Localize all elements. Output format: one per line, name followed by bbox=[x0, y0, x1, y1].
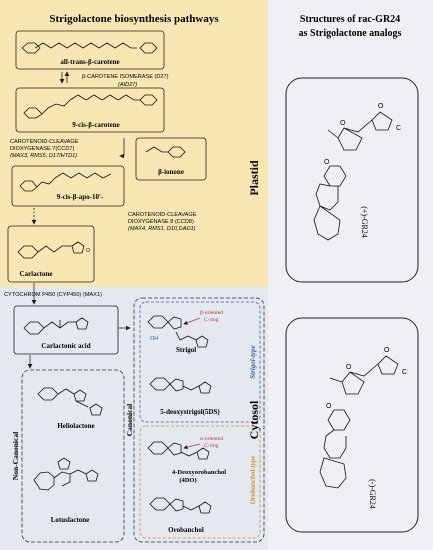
all-trans-carotene-box: all-trans-β-carotene bbox=[15, 30, 165, 70]
four-deoxyorobanchol-label: 4-Deoxyorobanchol bbox=[172, 469, 226, 476]
gr24-plus-o-link: O bbox=[340, 120, 346, 127]
carlactonic-acid-box: Carlactonic acid bbox=[13, 305, 119, 355]
right-panel bbox=[268, 0, 433, 550]
strigol-label: Strigol bbox=[176, 346, 196, 354]
ccd8-step: CAROTENOID-CLEAVAGE DIOXYGENASE 8 (CCD8)… bbox=[31, 208, 197, 232]
non-canonical-label: Non-Canonical bbox=[11, 432, 20, 480]
carlactone-label: Carlactone bbox=[19, 270, 52, 278]
gr24-minus-box: O C O O (-)-GR24 bbox=[285, 317, 419, 533]
apo-carotenal-box: 9-cis-β-apo-10'- bbox=[11, 165, 125, 207]
nine-cis-carotene-box: 9-cis-β-carotene bbox=[15, 87, 165, 133]
beta-c-ring-label: C-ring bbox=[204, 317, 219, 323]
strigol-type-label: Strigol-type bbox=[249, 345, 257, 378]
gr24-plus-label: (+)-GR24 bbox=[360, 206, 369, 238]
gr24-plus-box: O C O O (+)-GR24 bbox=[285, 77, 419, 283]
carlactonic-acid-label: Carlactonic acid bbox=[41, 342, 90, 350]
ccd7-label-1: CAROTENOID-CLEAVAGE bbox=[10, 139, 79, 145]
gr24-plus-o-top: O bbox=[378, 103, 384, 110]
cytosol-label: Cytosol bbox=[247, 400, 261, 439]
all-trans-carotene-label: all-trans-β-carotene bbox=[60, 58, 119, 66]
four-deoxyorobanchol-abbrev: (4DO) bbox=[179, 477, 196, 484]
alpha-c-ring-label: C-ring bbox=[204, 443, 219, 449]
gr24-plus-o-ring: O bbox=[324, 159, 330, 166]
beta-ionone-box: β-ionone bbox=[135, 137, 207, 181]
ccd8-label-2: DIOXYGENASE 8 (CCD8) bbox=[128, 219, 194, 225]
ccd8-label-3: (MAX4, RMS1, D10,DAD1) bbox=[128, 226, 196, 232]
nine-cis-carotene-label: 9-cis-β-carotene bbox=[72, 121, 119, 129]
non-canonical-box: Non-Canonical Heliolactone Lotuslactone bbox=[11, 369, 125, 543]
orobanchol-label: Orobanchol bbox=[168, 526, 204, 534]
gr24-plus-c: C bbox=[396, 125, 401, 132]
carlactone-box: O Carlactone bbox=[7, 225, 95, 283]
canonical-label: Canonical bbox=[125, 404, 134, 437]
ccd7-step: CAROTENOID-CLEAVAGE DIOXYGENASE 7(CCD7) … bbox=[10, 138, 125, 159]
strigol-oh: OH bbox=[150, 336, 158, 342]
d27-label: β-CAROTENE ISOMERASE (D27) bbox=[82, 74, 169, 80]
gr24-minus-label: (-)-GR24 bbox=[368, 479, 377, 509]
canonical-box: Canonical Strigol-type OH β-oriented C-r… bbox=[125, 297, 265, 543]
right-title-line1: Structures of rac-GR24 bbox=[300, 14, 400, 25]
d27-step: β-CAROTENE ISOMERASE (D27) (AtD27) bbox=[59, 71, 169, 88]
lotuslactone-label: Lotuslactone bbox=[51, 516, 90, 524]
ccd8-label-1: CAROTENOID-CLEAVAGE bbox=[128, 212, 197, 218]
alpha-oriented-label: α-oriented bbox=[200, 436, 223, 442]
ccd7-label-2: DIOXYGENASE 7(CCD7) bbox=[10, 146, 74, 152]
carlactone-o: O bbox=[86, 248, 90, 254]
gr24-minus-o-link: O bbox=[346, 364, 352, 371]
ccd7-label-3: (MAX3, RMS5, D17/HTD1) bbox=[10, 153, 77, 159]
d27-sub-label: (AtD27) bbox=[118, 82, 137, 88]
gr24-minus-o-top: O bbox=[384, 347, 390, 354]
beta-oriented-label: β-oriented bbox=[200, 310, 223, 316]
plastid-label: Plastid bbox=[247, 160, 261, 196]
heliolactone-label: Heliolactone bbox=[57, 422, 94, 430]
diagram-title: Strigolactone biosynthesis pathways bbox=[49, 13, 219, 25]
cyp450-label: CYTOCHROM P450 (CYP450) (MAX1) bbox=[4, 292, 102, 298]
orobanchol-type-label: Orobanchol-type bbox=[249, 456, 257, 505]
five-deoxystrigol-label: 5-deoxystrigol(5DS) bbox=[160, 408, 220, 416]
gr24-minus-o-ring: O bbox=[326, 403, 332, 410]
gr24-minus-c: C bbox=[402, 369, 407, 376]
apo-carotenal-label: 9-cis-β-apo-10'- bbox=[57, 193, 104, 201]
right-title-line2: as Strigolactone analogs bbox=[299, 28, 402, 39]
beta-ionone-label: β-ionone bbox=[158, 168, 184, 176]
